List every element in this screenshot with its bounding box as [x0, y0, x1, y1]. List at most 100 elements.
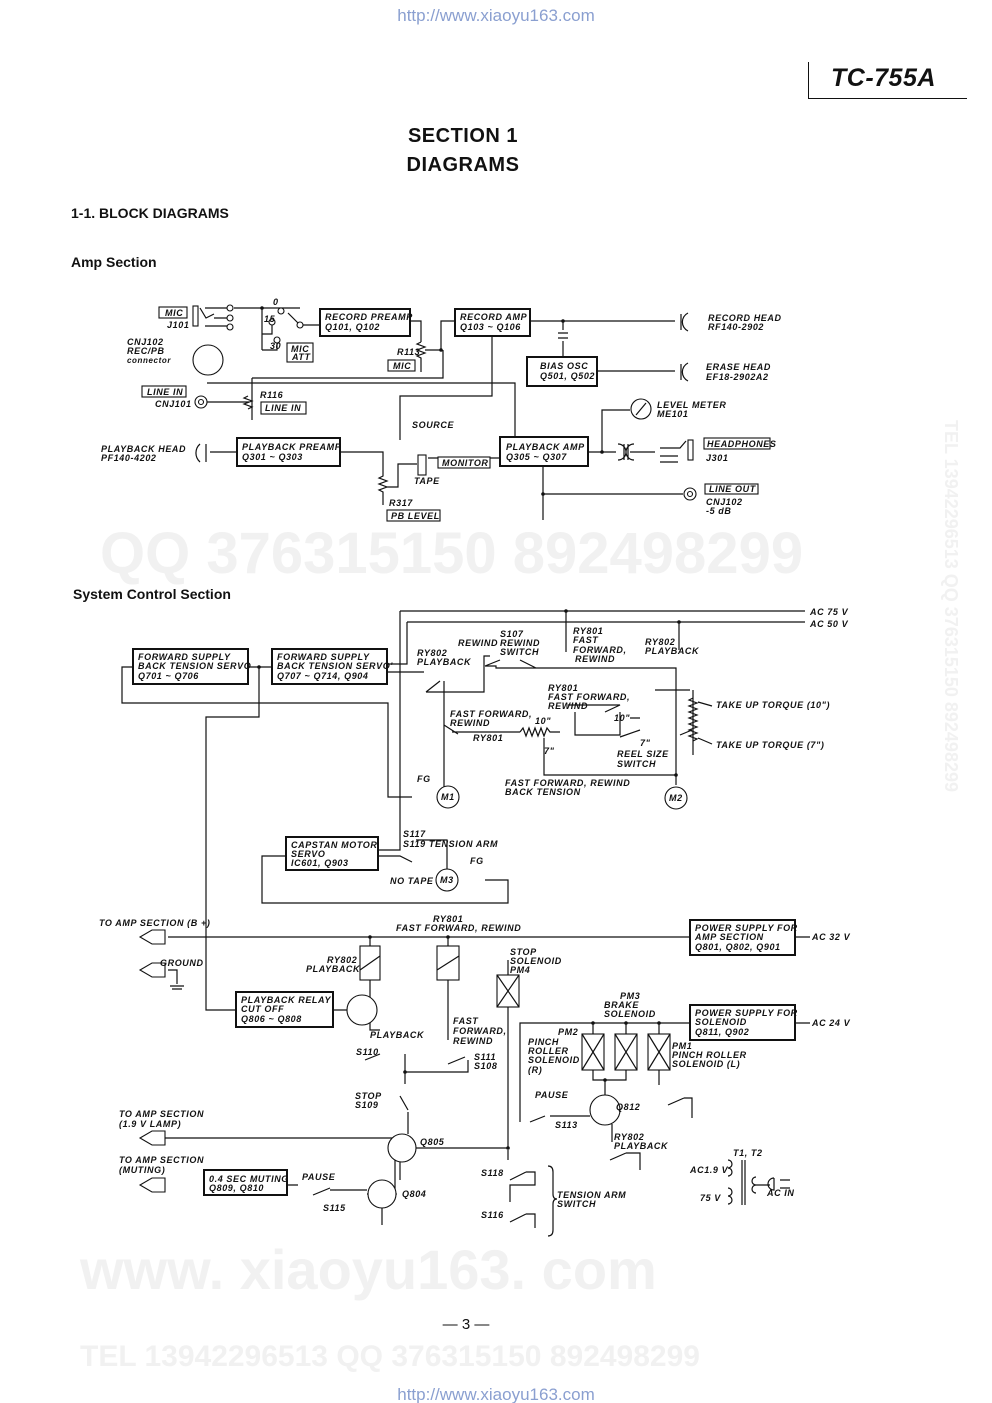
- svg-text:MIC: MIC: [393, 361, 411, 371]
- watermark-middle: TEL 13942296513 QQ 376315150 892498299: [80, 1340, 700, 1373]
- svg-text:BRAKE: BRAKE: [604, 1000, 639, 1010]
- svg-text:PLAYBACK RELAY: PLAYBACK RELAY: [241, 995, 331, 1005]
- top-url[interactable]: http://www.xiaoyu163.com: [397, 6, 595, 25]
- svg-text:AMP SECTION: AMP SECTION: [694, 932, 764, 942]
- svg-text:RECORD PREAMP: RECORD PREAMP: [325, 312, 413, 322]
- svg-text:LINE IN: LINE IN: [265, 403, 301, 413]
- svg-text:SWITCH: SWITCH: [557, 1199, 596, 1209]
- svg-text:RY801: RY801: [548, 683, 578, 693]
- svg-text:FAST: FAST: [573, 635, 599, 645]
- svg-text:BACK TENSION: BACK TENSION: [505, 787, 581, 797]
- svg-text:BACK TENSION SERVO: BACK TENSION SERVO: [138, 661, 251, 671]
- svg-text:0: 0: [273, 297, 279, 307]
- svg-text:AC 32 V: AC 32 V: [811, 932, 851, 942]
- svg-text:FG: FG: [417, 774, 431, 784]
- svg-text:ATT: ATT: [291, 352, 312, 362]
- svg-text:RY801: RY801: [433, 914, 463, 924]
- svg-text:TENSION ARM: TENSION ARM: [557, 1190, 626, 1200]
- svg-text:RY802: RY802: [417, 648, 447, 658]
- svg-text:STOP: STOP: [355, 1091, 382, 1101]
- svg-text:NO TAPE: NO TAPE: [390, 876, 434, 886]
- svg-text:SOLENOID: SOLENOID: [604, 1009, 656, 1019]
- din-connector-icon: [192, 344, 224, 376]
- svg-text:PM3: PM3: [620, 991, 640, 1001]
- svg-text:REC/PB: REC/PB: [127, 346, 165, 356]
- svg-text:R116: R116: [260, 390, 284, 400]
- svg-text:Q707 ~ Q714, Q904: Q707 ~ Q714, Q904: [277, 671, 369, 681]
- svg-text:TO AMP SECTION (B +): TO AMP SECTION (B +): [99, 918, 210, 928]
- svg-text:PLAYBACK PREAMP: PLAYBACK PREAMP: [242, 442, 342, 452]
- svg-text:Q811, Q902: Q811, Q902: [695, 1027, 749, 1037]
- svg-text:Q806 ~ Q808: Q806 ~ Q808: [241, 1014, 302, 1024]
- svg-text:AC1.9 V: AC1.9 V: [689, 1165, 729, 1175]
- subsection-title: 1-1. BLOCK DIAGRAMS: [71, 205, 229, 221]
- svg-text:-5 dB: -5 dB: [706, 506, 732, 516]
- svg-text:RY802: RY802: [614, 1132, 644, 1142]
- transistor-q804-icon: [367, 1179, 397, 1209]
- svg-text:MONITOR: MONITOR: [442, 458, 489, 468]
- transistor-icon: [346, 994, 378, 1026]
- svg-text:CNJ102: CNJ102: [127, 337, 164, 347]
- bottom-url[interactable]: http://www.xiaoyu163.com: [397, 1385, 595, 1403]
- svg-text:CNJ101: CNJ101: [155, 399, 192, 409]
- svg-text:PLAYBACK: PLAYBACK: [645, 646, 700, 656]
- svg-text:PF140-4202: PF140-4202: [101, 453, 157, 463]
- svg-text:S116: S116: [481, 1210, 504, 1220]
- svg-text:R317: R317: [389, 498, 413, 508]
- svg-text:PLAYBACK HEAD: PLAYBACK HEAD: [101, 444, 186, 454]
- svg-text:AC IN: AC IN: [766, 1188, 795, 1198]
- svg-text:7": 7": [640, 738, 651, 748]
- svg-text:PB LEVEL: PB LEVEL: [391, 511, 440, 521]
- model-badge: TC-755A: [808, 62, 967, 99]
- svg-text:SOLENOID (L): SOLENOID (L): [672, 1059, 740, 1069]
- motor-m3-icon: [435, 868, 459, 892]
- svg-text:REWIND: REWIND: [450, 718, 490, 728]
- transistor-q812-icon: [589, 1094, 621, 1126]
- svg-text:RF140-2902: RF140-2902: [708, 322, 764, 332]
- svg-text:S111: S111: [474, 1052, 496, 1062]
- svg-text:FG: FG: [470, 856, 484, 866]
- svg-text:RY802: RY802: [327, 955, 357, 965]
- svg-text:S108: S108: [474, 1061, 497, 1071]
- svg-text:SOLENOID: SOLENOID: [695, 1017, 747, 1027]
- svg-text:S109: S109: [355, 1100, 378, 1110]
- svg-text:S110: S110: [356, 1047, 379, 1057]
- svg-text:FAST FORWARD,: FAST FORWARD,: [548, 692, 630, 702]
- svg-text:AC 75 V: AC 75 V: [809, 607, 849, 617]
- svg-text:M3: M3: [440, 875, 454, 885]
- svg-text:FORWARD,: FORWARD,: [453, 1026, 507, 1036]
- svg-text:PLAYBACK: PLAYBACK: [417, 657, 472, 667]
- line-in-level-control-label: LINE IN: [260, 401, 307, 415]
- svg-text:SOLENOID: SOLENOID: [510, 956, 562, 966]
- svg-text:M1: M1: [441, 792, 455, 802]
- watermark-top: QQ 376315150 892498299: [100, 521, 804, 586]
- arrow-to-amp-b-icon: [138, 929, 166, 945]
- monitor-switch-label: MONITOR: [437, 456, 491, 469]
- svg-text:75 V: 75 V: [700, 1193, 721, 1203]
- svg-text:(R): (R): [528, 1065, 542, 1075]
- svg-text:10": 10": [535, 716, 551, 726]
- svg-text:CAPSTAN MOTOR: CAPSTAN MOTOR: [291, 840, 377, 850]
- svg-text:SWITCH: SWITCH: [617, 759, 656, 769]
- system-wiring: [121, 609, 810, 1237]
- ac-plug-icon: [767, 1177, 790, 1191]
- svg-text:MIC: MIC: [291, 344, 309, 354]
- svg-text:LINE IN: LINE IN: [147, 387, 183, 397]
- pb-level-control-label: PB LEVEL: [386, 509, 441, 522]
- svg-text:Q305 ~ Q307: Q305 ~ Q307: [506, 452, 567, 462]
- svg-text:REWIND: REWIND: [500, 638, 540, 648]
- svg-text:STOP: STOP: [510, 947, 537, 957]
- svg-text:PLAYBACK: PLAYBACK: [614, 1141, 669, 1151]
- motor-m2-icon: [664, 786, 688, 810]
- svg-text:TO AMP SECTION: TO AMP SECTION: [119, 1155, 204, 1165]
- svg-text:FAST FORWARD,: FAST FORWARD,: [450, 709, 532, 719]
- arrow-ground-icon: [138, 962, 166, 978]
- svg-text:J301: J301: [706, 453, 728, 463]
- svg-text:LEVEL METER: LEVEL METER: [657, 400, 726, 410]
- svg-text:15: 15: [264, 314, 276, 324]
- svg-text:FAST FORWARD, REWIND: FAST FORWARD, REWIND: [396, 923, 521, 933]
